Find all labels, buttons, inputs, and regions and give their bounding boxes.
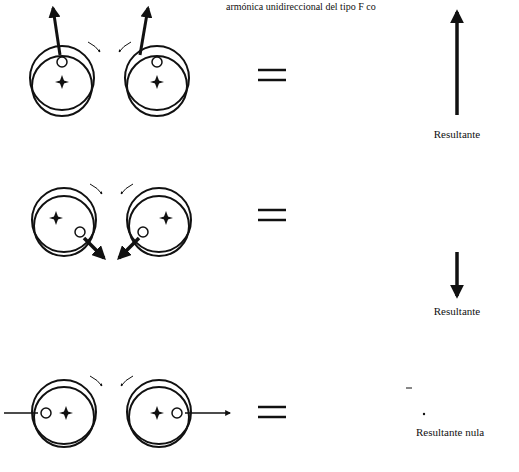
- resultant-label: Resultante: [434, 305, 480, 317]
- resultant-label: Resultante: [434, 128, 480, 140]
- resultant-label: Resultante nula: [416, 426, 484, 438]
- heading-fragment: armónica unidireccional del tipo F co: [226, 1, 376, 12]
